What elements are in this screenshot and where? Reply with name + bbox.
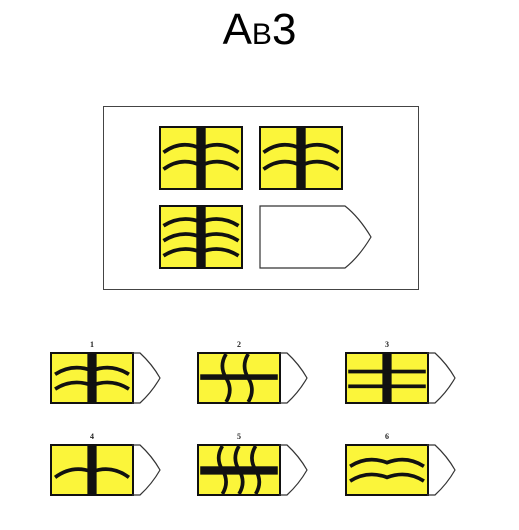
pattern-vertical-bar-one-wave (53, 446, 131, 494)
matrix-frame (103, 106, 419, 290)
pattern-horizontal-bar-three-waves (200, 446, 278, 494)
option-tab (132, 444, 161, 496)
title-number: 3 (271, 5, 297, 54)
title-letter-a: A (222, 5, 252, 54)
option-tab (279, 352, 308, 404)
option-tab (279, 444, 308, 496)
pattern-vertical-bar-straight-lines (348, 354, 426, 402)
option-tile (50, 352, 134, 404)
option-number: 5 (237, 432, 241, 441)
option-tile (197, 352, 281, 404)
puzzle-title: AB3 (0, 4, 519, 61)
title-letter-b: B (251, 18, 272, 51)
matrix-cell-3 (159, 205, 243, 269)
pattern-two-waves (349, 457, 425, 483)
option-number: 2 (237, 340, 241, 349)
option-tile (345, 352, 429, 404)
option-number: 6 (385, 432, 389, 441)
missing-cell-slot[interactable] (259, 205, 375, 269)
option-number: 1 (90, 340, 94, 349)
matrix-cell-2 (259, 126, 343, 190)
pattern-vertical-bar-two-waves (162, 128, 240, 188)
option-number: 3 (385, 340, 389, 349)
pattern-vertical-bar-three-waves (162, 207, 240, 267)
option-tile (197, 444, 281, 496)
option-tile (50, 444, 134, 496)
option-tile (345, 444, 429, 496)
matrix-cell-1 (159, 126, 243, 190)
option-number: 4 (90, 432, 94, 441)
option-tab (132, 352, 161, 404)
option-tab (427, 444, 456, 496)
pattern-vertical-bar-two-waves (262, 128, 340, 188)
pattern-horizontal-bar-vertical-waves (200, 354, 278, 402)
option-tab (427, 352, 456, 404)
pattern-vertical-bar-two-waves (54, 354, 130, 402)
